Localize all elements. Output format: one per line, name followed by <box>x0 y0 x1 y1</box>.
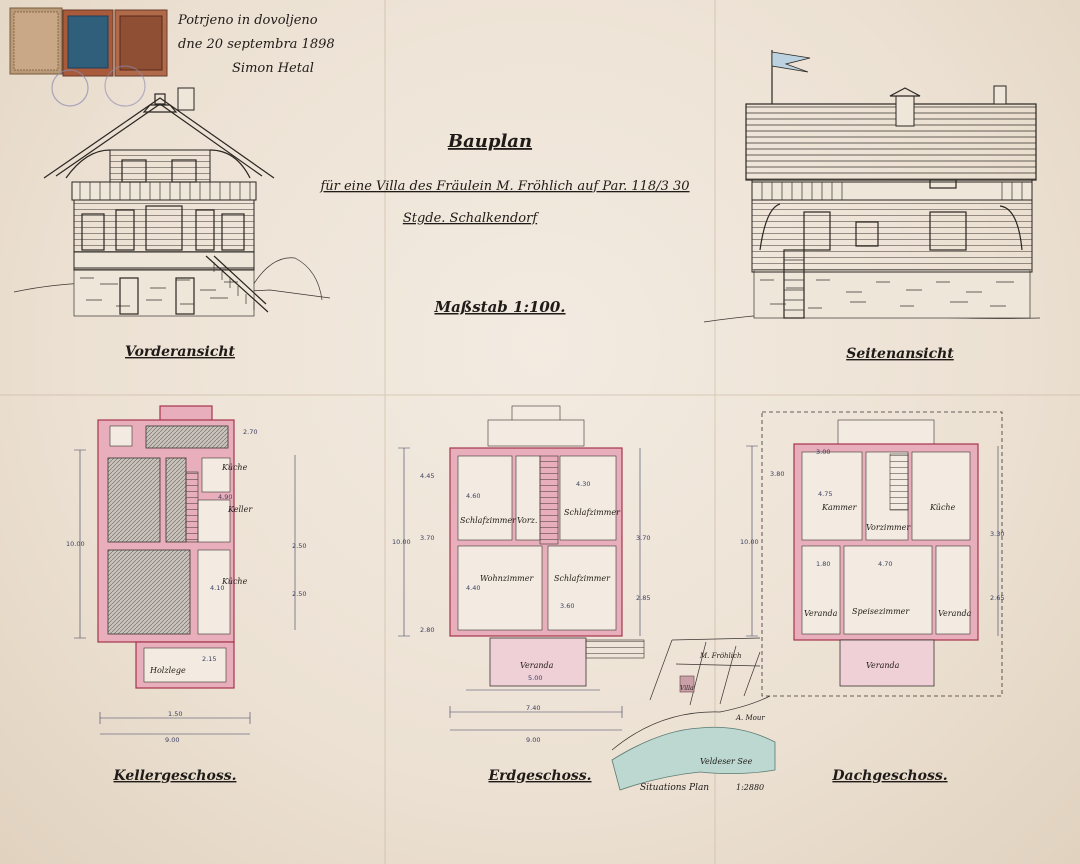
ground-dim-9: 3.60 <box>560 602 574 610</box>
ground-dim-11: 7.40 <box>526 704 540 712</box>
ground-dim-4: 10.00 <box>392 538 411 546</box>
cellar-dim-5: 2.50 <box>292 542 306 550</box>
plan-municipality: Stgde. Schalkendorf <box>403 211 540 226</box>
label-attic-floor: Dachgeschoss. <box>831 768 947 784</box>
cellar-room-4: Holzlege <box>149 666 186 675</box>
ground-dim-1: 4.60 <box>466 492 480 500</box>
cellar-plan: Küche Keller Küche Holzlege 4.90 4.10 2.… <box>66 405 306 744</box>
situation-owner-2: A. Mour <box>735 714 765 722</box>
label-front-view: Vorderansicht <box>125 344 236 360</box>
ground-dim-3: 4.45 <box>420 472 434 480</box>
attic-room-2: Vorzimmer <box>866 523 911 532</box>
approval-line-1: Potrjeno in dovoljeno <box>177 13 318 28</box>
ground-room-4: Wohnzimmer <box>480 574 534 583</box>
situation-villa: Villa <box>680 685 694 692</box>
attic-room-3: Küche <box>929 503 956 512</box>
approval-line-2: dne 20 septembra 1898 <box>178 37 335 52</box>
revenue-stamps <box>9 7 168 107</box>
side-elevation <box>703 50 1041 323</box>
situation-scale: 1:2880 <box>736 783 764 792</box>
ground-dim-7: 4.30 <box>576 480 590 488</box>
ground-dim-8: 4.40 <box>466 584 480 592</box>
ground-dim-6: 2.85 <box>636 594 650 602</box>
attic-dim-5: 10.00 <box>740 538 759 546</box>
ground-floor-plan: Schlafzimmer Vorz. Schlafzimmer Wohnzimm… <box>392 405 650 744</box>
cellar-dim-2: 4.10 <box>210 584 224 592</box>
ground-room-5: Schlafzimmer <box>554 574 611 583</box>
cellar-dim-1: 4.90 <box>218 493 232 501</box>
plan-subtitle: für eine Villa des Fräulein M. Fröhlich … <box>319 179 689 194</box>
cellar-room-3: Küche <box>221 577 248 586</box>
attic-dim-2: 4.70 <box>878 560 892 568</box>
attic-dim-4: 1.80 <box>816 560 830 568</box>
cellar-dim-6: 2.50 <box>292 590 306 598</box>
ground-dim-12: 9.00 <box>526 736 540 744</box>
attic-dim-1: 4.75 <box>818 490 832 498</box>
plan-scale: Maßstab 1:100. <box>433 298 565 316</box>
cellar-room-1: Küche <box>221 463 248 472</box>
attic-dim-6: 3.30 <box>990 530 1004 538</box>
approval-note: Potrjeno in dovoljeno dne 20 septembra 1… <box>177 13 335 76</box>
ground-dim-5: 3.70 <box>636 534 650 542</box>
cellar-room-2: Keller <box>227 505 253 514</box>
cellar-dim-9: 1.50 <box>168 710 182 718</box>
ground-dim-2: 3.70 <box>420 534 434 542</box>
ground-room-6: Veranda <box>520 661 554 670</box>
attic-dim-3: 3.80 <box>770 470 784 478</box>
situation-owner-1: M. Fröhlich <box>699 652 741 660</box>
cellar-dim-4: 10.00 <box>66 540 85 548</box>
cellar-dim-8: 9.00 <box>165 736 179 744</box>
ground-dim-10: 2.80 <box>420 626 434 634</box>
approval-signature: Simon Hetal <box>232 61 314 76</box>
attic-plan: Kammer Vorzimmer Küche Veranda Speisezim… <box>740 411 1004 697</box>
situation-label: Situations Plan <box>640 783 709 793</box>
attic-dim-7: 2.65 <box>990 594 1004 602</box>
attic-room-1: Kammer <box>821 503 858 512</box>
attic-room-5: Speisezimmer <box>852 607 910 616</box>
situation-lake: Veldeser See <box>700 757 753 766</box>
cellar-dim-3: 2.70 <box>243 428 257 436</box>
title-block: Bauplan für eine Villa des Fräulein M. F… <box>319 131 689 316</box>
situation-plan: M. Fröhlich Villa A. Mour Veldeser See S… <box>611 637 776 793</box>
attic-room-4: Veranda <box>804 609 838 618</box>
plan-heading: Bauplan <box>447 131 532 152</box>
attic-dim-8: 3.00 <box>816 448 830 456</box>
label-side-view: Seitenansicht <box>846 346 954 362</box>
label-cellar-floor: Kellergeschoss. <box>113 768 237 784</box>
ground-room-2: Vorz. <box>517 516 537 525</box>
cellar-dim-7: 2.15 <box>202 655 216 663</box>
ground-dim-13: 5.00 <box>528 674 542 682</box>
attic-room-6: Veranda <box>938 609 972 618</box>
attic-room-7: Veranda <box>866 661 900 670</box>
label-ground-floor: Erdgeschoss. <box>487 768 591 784</box>
front-elevation <box>13 87 331 317</box>
ground-room-1: Schlafzimmer <box>460 516 517 525</box>
ground-room-3: Schlafzimmer <box>564 508 621 517</box>
